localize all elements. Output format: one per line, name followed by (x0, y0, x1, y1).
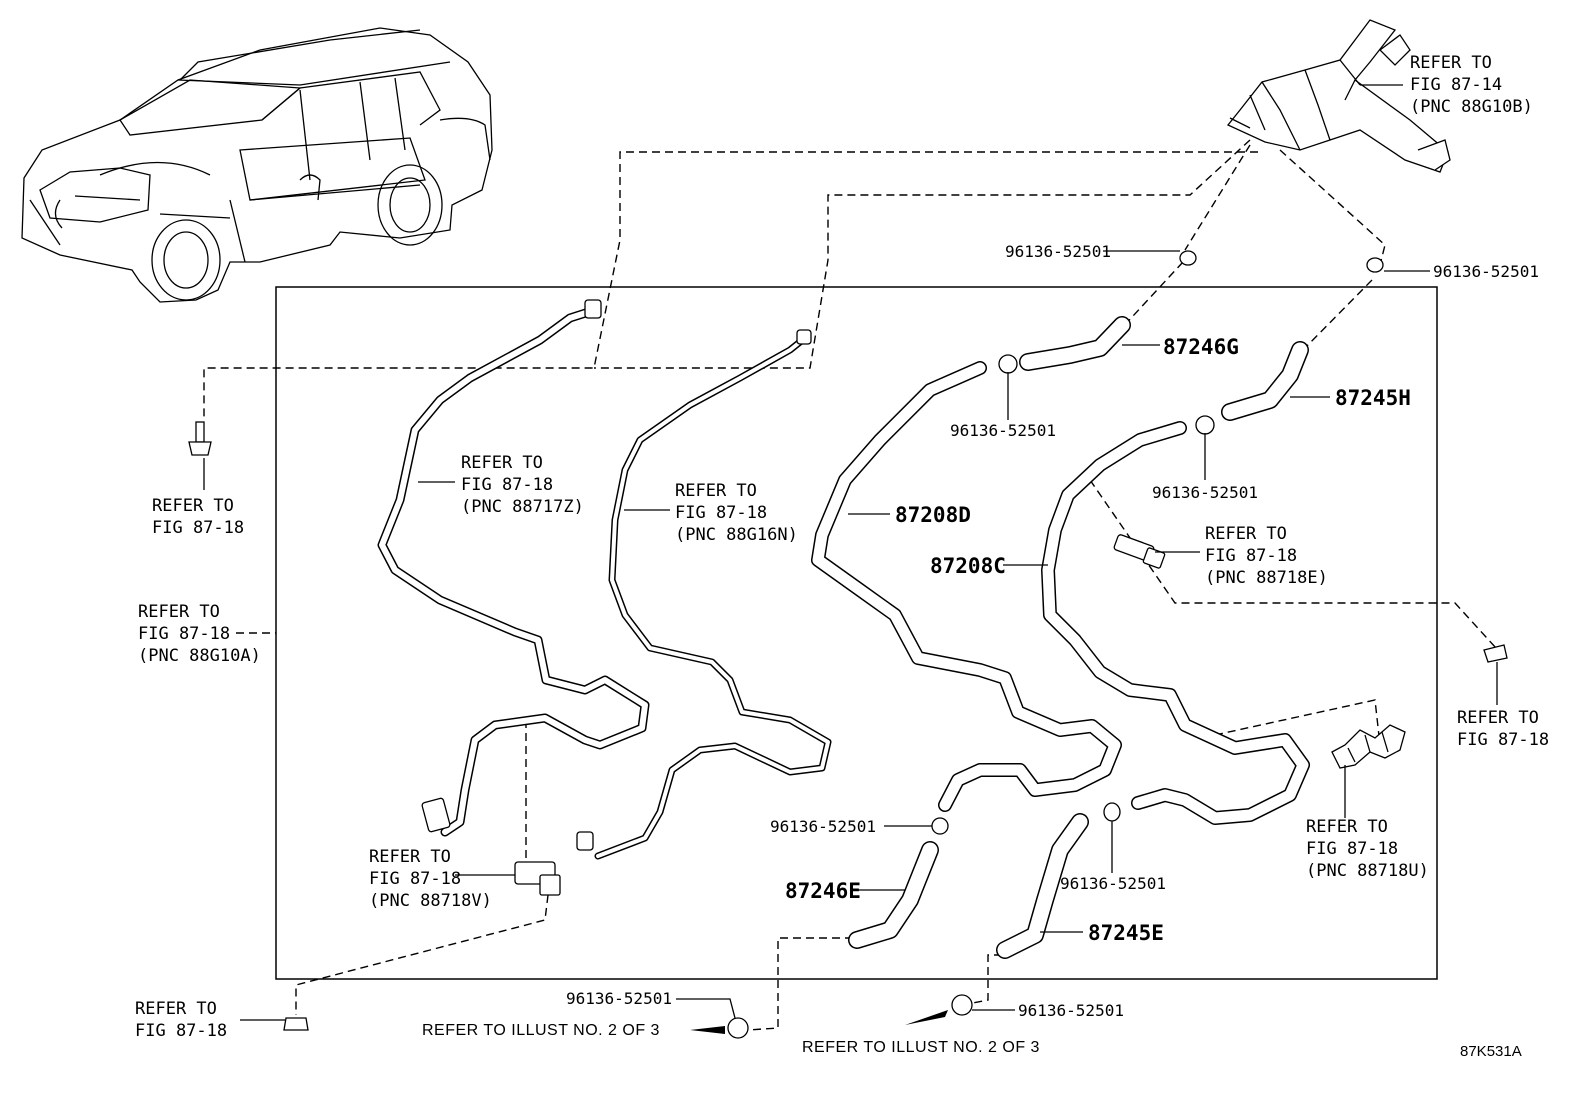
nut-icon (1483, 644, 1508, 663)
part-number: 87245H (1335, 386, 1411, 410)
part-number: 87208D (895, 503, 971, 527)
svg-text:REFER TO: REFER TO (135, 999, 217, 1019)
svg-text:(PNC 88G10B): (PNC 88G10B) (1410, 97, 1533, 117)
clip-part-number: 96136-52501 (770, 817, 876, 836)
svg-text:FIG 87-18: FIG 87-18 (138, 624, 230, 644)
pnc-ref: (PNC 88G10B) (1410, 97, 1533, 117)
clip-icon (1179, 250, 1197, 266)
svg-text:FIG 87-18: FIG 87-18 (1306, 839, 1398, 859)
nut-icon (283, 1017, 309, 1031)
hoses (377, 299, 1310, 959)
refer-illust-label: REFER TO ILLUST NO. 2 OF 3 (802, 1039, 1040, 1056)
pipe-88717Z (377, 305, 650, 837)
part-number: 87246E (785, 879, 861, 903)
svg-text:REFER TO: REFER TO (138, 602, 220, 622)
clip-icon (1366, 257, 1384, 273)
pipe-88G16N (594, 334, 832, 860)
clip-part-number: 96136-52501 (566, 989, 672, 1008)
clip-part-number: 96136-52501 (950, 421, 1056, 440)
clip-part-number: 96136-52501 (1433, 262, 1539, 281)
svg-text:(PNC 88718V): (PNC 88718V) (369, 891, 492, 911)
svg-text:FIG 87-18: FIG 87-18 (135, 1021, 227, 1041)
svg-text:REFER TO: REFER TO (369, 847, 451, 867)
fig-ref: FIG 87-14 (1410, 75, 1502, 95)
connector-88718V (514, 861, 561, 896)
clips-and-fasteners (188, 250, 1508, 1039)
arrow-icon (690, 1026, 725, 1034)
clip-icon (931, 817, 949, 835)
part-number: 87208C (930, 554, 1006, 578)
svg-text:FIG 87-14: FIG 87-14 (1410, 75, 1502, 95)
pipe-assembly-88G10B (1226, 19, 1451, 173)
clip-icon (1195, 415, 1215, 435)
svg-text:(PNC 88G10A): (PNC 88G10A) (138, 646, 261, 666)
part-number: 87246G (1163, 335, 1239, 359)
svg-text:FIG 87-18: FIG 87-18 (152, 518, 244, 538)
leader-lines (203, 84, 1498, 1021)
arrow-icon (905, 1010, 948, 1025)
clip-icon (1103, 802, 1121, 822)
svg-text:(PNC 88718E): (PNC 88718E) (1205, 568, 1328, 588)
svg-text:REFER TO: REFER TO (1306, 817, 1388, 837)
clip-icon (727, 1017, 749, 1039)
svg-text:FIG 87-18: FIG 87-18 (369, 869, 461, 889)
bracket-88718U (1331, 724, 1406, 769)
svg-text:(PNC 88G16N): (PNC 88G16N) (675, 525, 798, 545)
refer-label: REFER TO (1410, 53, 1492, 73)
labels: REFER TO FIG 87-14 (PNC 88G10B) REFER TO… (135, 53, 1549, 1060)
clip-icon (951, 994, 973, 1016)
part-number: 87245E (1088, 921, 1164, 945)
clip-icon (998, 354, 1018, 374)
clip-part-number: 96136-52501 (1005, 242, 1111, 261)
connector-88718E (1113, 534, 1166, 569)
svg-text:FIG 87-18: FIG 87-18 (675, 503, 767, 523)
svg-text:REFER TO: REFER TO (152, 496, 234, 516)
svg-text:REFER TO: REFER TO (461, 453, 543, 473)
svg-text:(PNC 88718U): (PNC 88718U) (1306, 861, 1429, 881)
vehicle-illustration (21, 27, 493, 303)
svg-text:FIG 87-18: FIG 87-18 (461, 475, 553, 495)
clip-part-number: 96136-52501 (1018, 1001, 1124, 1020)
clip-part-number: 96136-52501 (1152, 483, 1258, 502)
svg-text:FIG 87-18: FIG 87-18 (1205, 546, 1297, 566)
illustration-code: 87K531A (1460, 1043, 1522, 1060)
clip-part-number: 96136-52501 (1060, 874, 1166, 893)
svg-text:REFER TO: REFER TO (1205, 524, 1287, 544)
svg-text:REFER TO: REFER TO (675, 481, 757, 501)
svg-text:(PNC 88717Z): (PNC 88717Z) (461, 497, 584, 517)
refer-illust-label: REFER TO ILLUST NO. 2 OF 3 (422, 1022, 660, 1039)
svg-text:FIG 87-18: FIG 87-18 (1457, 730, 1549, 750)
dashed-reference-lines (203, 139, 1497, 1031)
svg-text:REFER TO: REFER TO (1410, 53, 1492, 73)
bolt-icon (188, 421, 212, 456)
svg-text:REFER TO: REFER TO (1457, 708, 1539, 728)
